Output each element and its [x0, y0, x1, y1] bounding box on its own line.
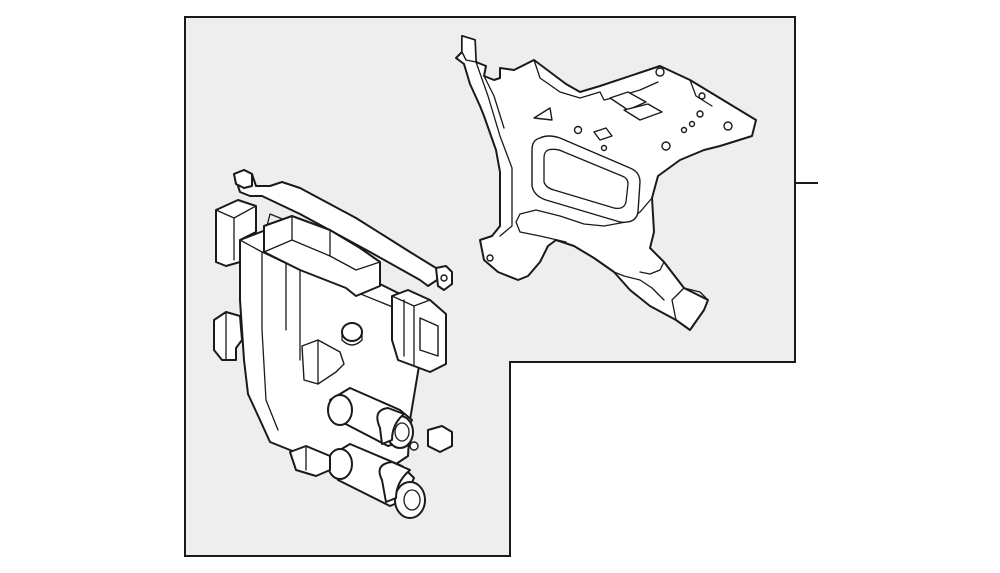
mounting-bracket [455, 35, 757, 331]
control-module [213, 169, 453, 519]
